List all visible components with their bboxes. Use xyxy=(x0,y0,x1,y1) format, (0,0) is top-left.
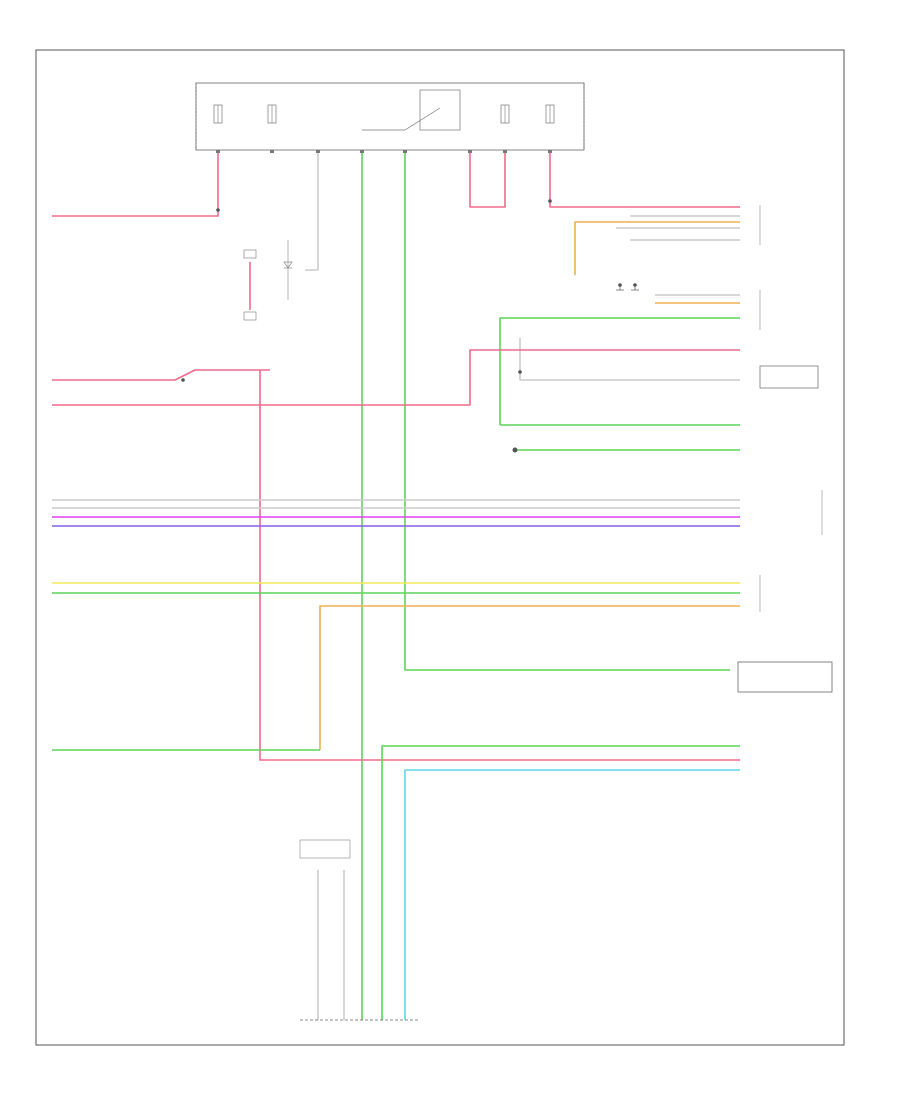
wire-w14 xyxy=(52,349,740,406)
wire-w29 xyxy=(305,150,319,271)
fuse-icon xyxy=(267,104,277,124)
wire-w4 xyxy=(469,150,506,208)
wire-w1 xyxy=(52,150,219,217)
fuse-relay-center xyxy=(195,82,585,153)
wire-w27 xyxy=(381,745,740,1020)
wire-w28 xyxy=(404,769,740,1020)
splice-icon xyxy=(216,208,220,212)
diode-icon xyxy=(283,240,293,300)
wire-w13 xyxy=(519,338,740,381)
wire-w12 xyxy=(499,317,740,425)
fuse-icon xyxy=(500,104,510,124)
relay-icon xyxy=(362,89,461,131)
splice-icon xyxy=(518,370,522,374)
brake-switch xyxy=(243,249,257,321)
wire-w3 xyxy=(404,150,730,671)
wire-layer xyxy=(52,150,740,1020)
wire-w9 xyxy=(574,221,740,275)
splice-icon xyxy=(548,199,552,203)
ground-icon xyxy=(616,285,639,291)
bottom-connector xyxy=(299,839,420,1021)
wire-w16 xyxy=(259,370,740,761)
splice-markers xyxy=(181,199,637,453)
page-frame xyxy=(35,49,845,1046)
splice-icon xyxy=(512,447,518,453)
fuse-icon xyxy=(213,104,223,124)
splice-icon xyxy=(181,378,185,382)
clutch-switch-box xyxy=(759,365,819,389)
wire-w25 xyxy=(319,605,740,750)
wire-w5 xyxy=(549,150,740,208)
wire-w15 xyxy=(52,369,270,381)
right-connector-bracket xyxy=(759,205,823,612)
module-box xyxy=(737,661,833,693)
fuse-icon xyxy=(545,104,555,124)
